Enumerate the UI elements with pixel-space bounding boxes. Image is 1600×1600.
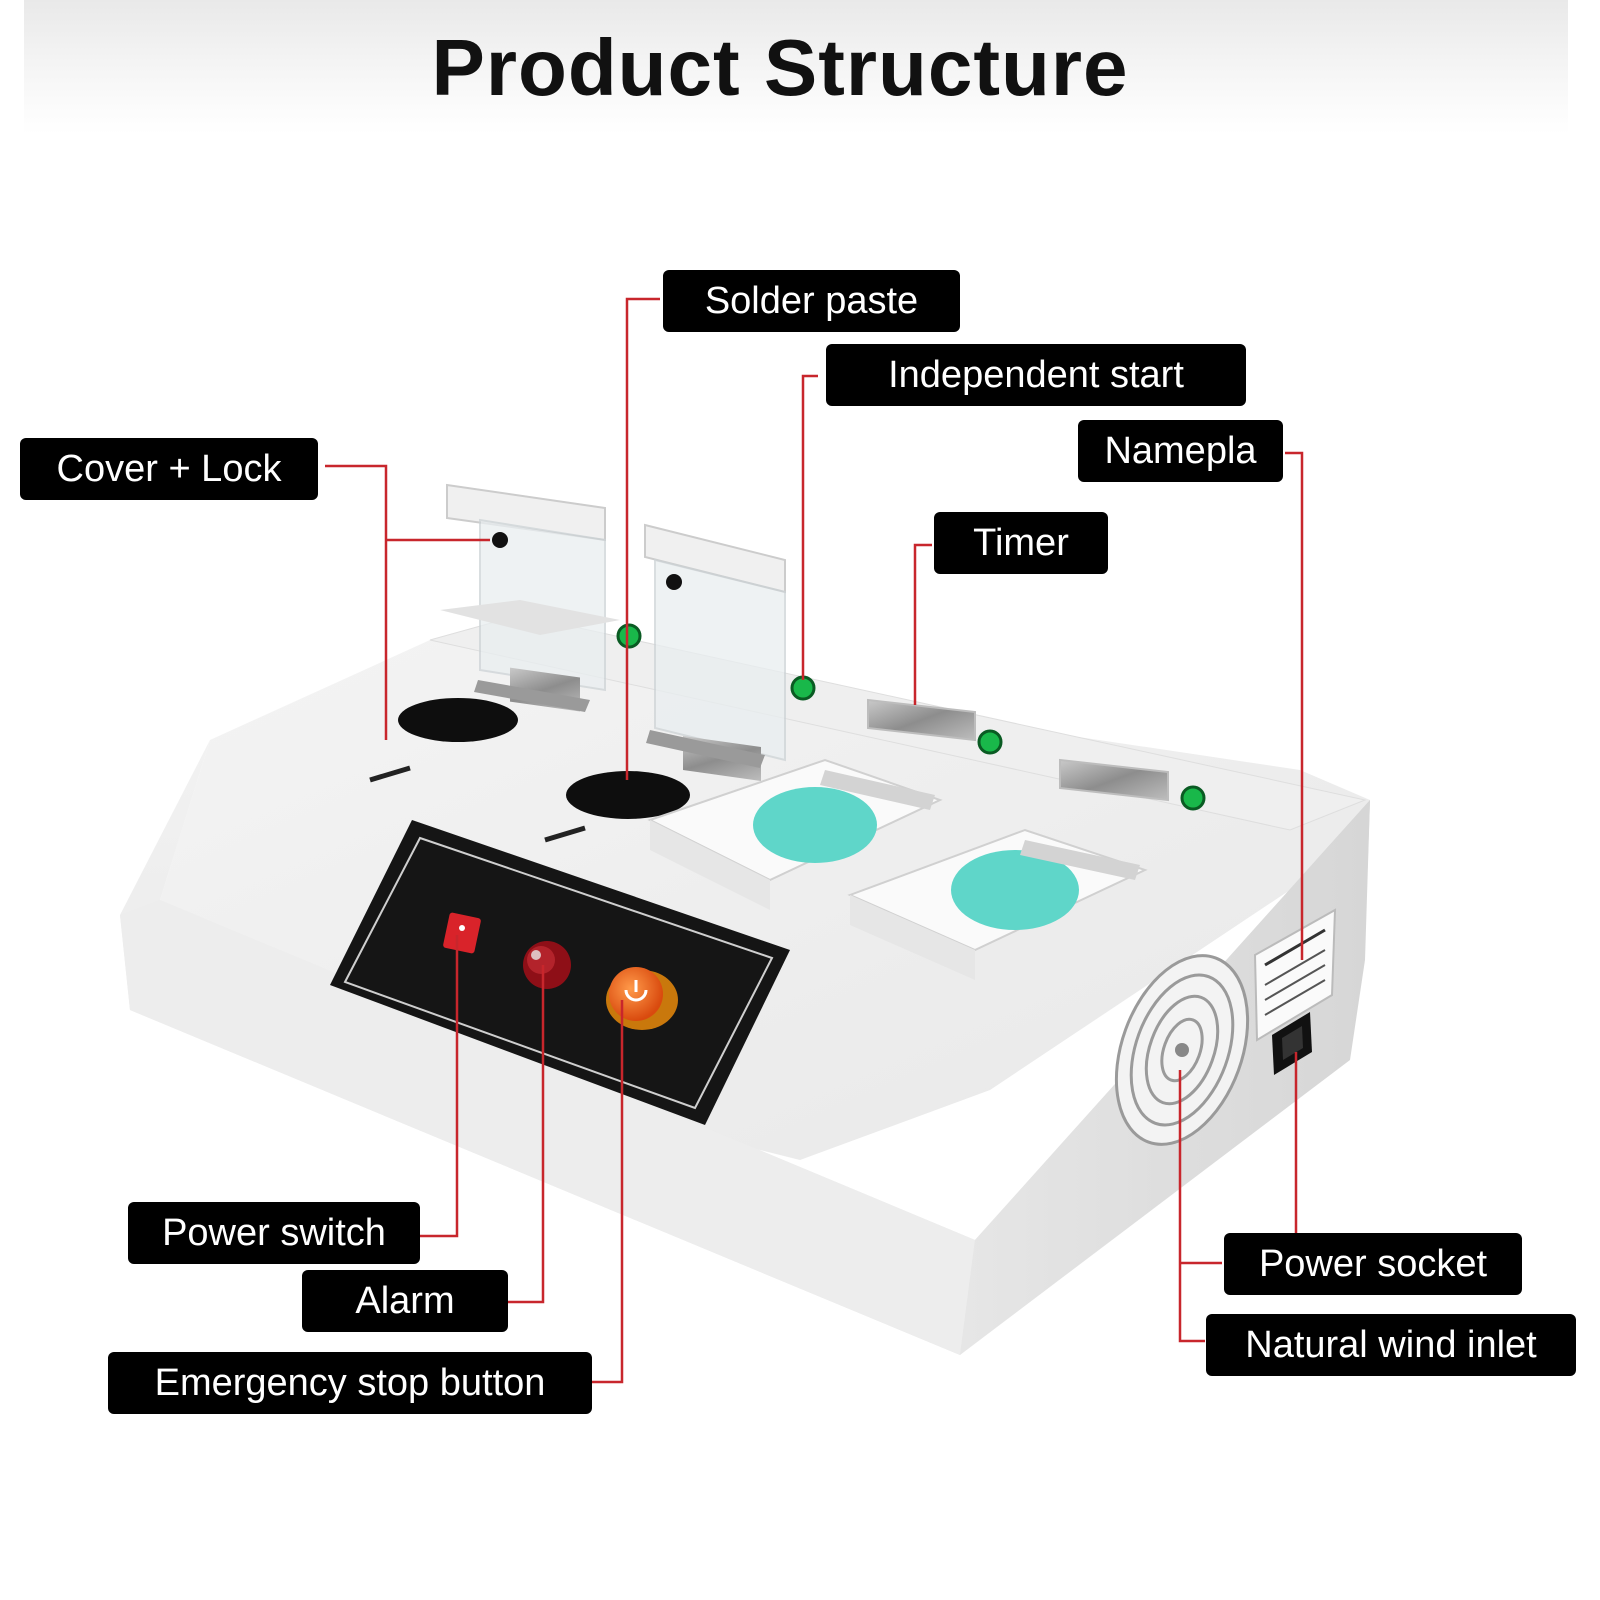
leader-nameplate [1285, 451, 1304, 960]
teal-pad-1 [753, 787, 877, 863]
leader-timer [913, 543, 932, 705]
label-alarm: Alarm [302, 1270, 508, 1332]
slot-right [544, 825, 586, 843]
leader-solder-paste [625, 297, 660, 780]
title-band: Product Structure [24, 0, 1568, 134]
label-independent-start: Independent start [826, 344, 1246, 406]
page-title: Product Structure [431, 23, 1129, 112]
leader-alarm [508, 965, 545, 1304]
cover-lock-fixture-right[interactable] [644, 523, 786, 781]
leader-independent-start [801, 374, 818, 680]
label-nameplate: Namepla [1078, 420, 1283, 482]
fan-grille-icon [1114, 954, 1250, 1146]
start-button-2[interactable] [790, 675, 816, 701]
timer-display-1 [867, 698, 976, 742]
label-cover-lock: Cover + Lock [20, 438, 318, 500]
start-button-4[interactable] [1180, 785, 1206, 811]
timer-display-2 [1059, 758, 1169, 802]
leader-lines [325, 297, 1304, 1384]
power-socket[interactable] [1272, 1012, 1312, 1075]
label-power-switch: Power switch [128, 1202, 420, 1264]
label-emergency-stop: Emergency stop button [108, 1352, 592, 1414]
body-front-face [120, 900, 975, 1355]
label-timer: Timer [934, 512, 1108, 574]
mixing-station-1 [647, 758, 943, 910]
slot-left [369, 765, 411, 783]
leader-emergency-stop [592, 1000, 624, 1384]
start-button-3[interactable] [977, 729, 1003, 755]
nameplate-sticker [1253, 908, 1337, 1042]
label-solder-paste: Solder paste [663, 270, 960, 332]
bottle-hole-right [566, 771, 690, 819]
label-natural-wind-inlet: Natural wind inlet [1206, 1314, 1576, 1376]
label-power-socket: Power socket [1224, 1233, 1522, 1295]
control-panel-border [343, 836, 774, 1110]
leader-power-switch [420, 935, 459, 1238]
teal-pad-2 [951, 850, 1079, 930]
mixing-station-2 [847, 828, 1148, 980]
start-button-1[interactable] [616, 623, 642, 649]
alarm-light [523, 941, 571, 989]
leader-natural-wind-inlet [1178, 1070, 1205, 1343]
power-switch[interactable] [443, 912, 482, 954]
leader-cover-lock [325, 464, 388, 740]
cover-lock-fixture-left[interactable] [440, 483, 620, 712]
bottle-hole-left [398, 698, 518, 742]
